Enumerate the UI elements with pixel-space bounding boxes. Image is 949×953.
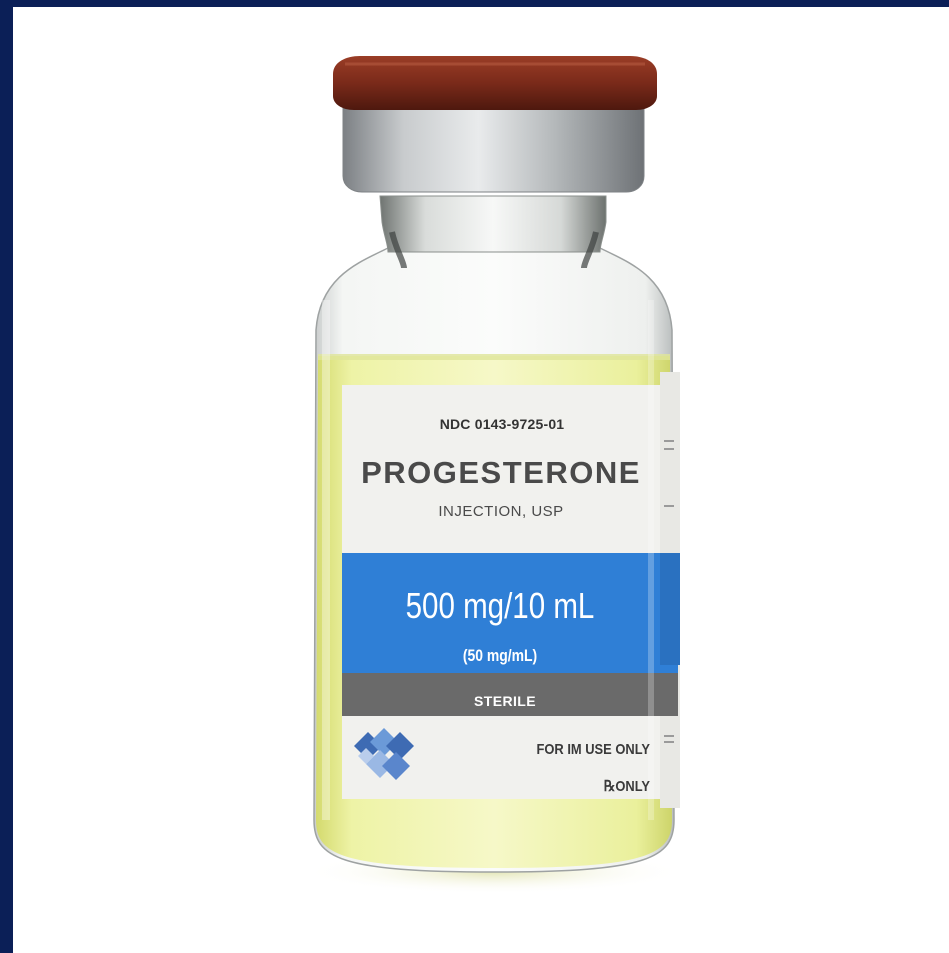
liquid-meniscus xyxy=(318,354,670,360)
sterile-text: STERILE xyxy=(474,693,536,709)
drug-subtitle: INJECTION, USP xyxy=(438,503,564,520)
strength-text: 500 mg/10 mL xyxy=(405,585,595,626)
glass-reflection-right xyxy=(648,300,654,820)
strength-band xyxy=(342,553,678,673)
ndc-number: NDC 0143-9725-01 xyxy=(439,416,565,432)
rx-only-label: ONLY xyxy=(615,778,650,795)
glass-reflection-left xyxy=(322,300,330,820)
rx-only-text: ℞ONLY xyxy=(555,777,650,795)
vial-label xyxy=(342,372,680,808)
manufacturer-logo xyxy=(354,728,414,780)
flip-off-cap xyxy=(333,56,657,110)
route-text: FOR IM USE ONLY xyxy=(536,741,650,758)
sterile-band xyxy=(342,673,678,716)
drug-name: PROGESTERONE xyxy=(361,455,641,490)
rx-symbol: ℞ xyxy=(603,778,616,795)
aluminum-crimp-seal xyxy=(342,99,645,193)
vial-neck xyxy=(379,195,607,253)
concentration-text: (50 mg/mL) xyxy=(462,646,538,665)
neck-shoulder-shadow xyxy=(389,231,599,269)
